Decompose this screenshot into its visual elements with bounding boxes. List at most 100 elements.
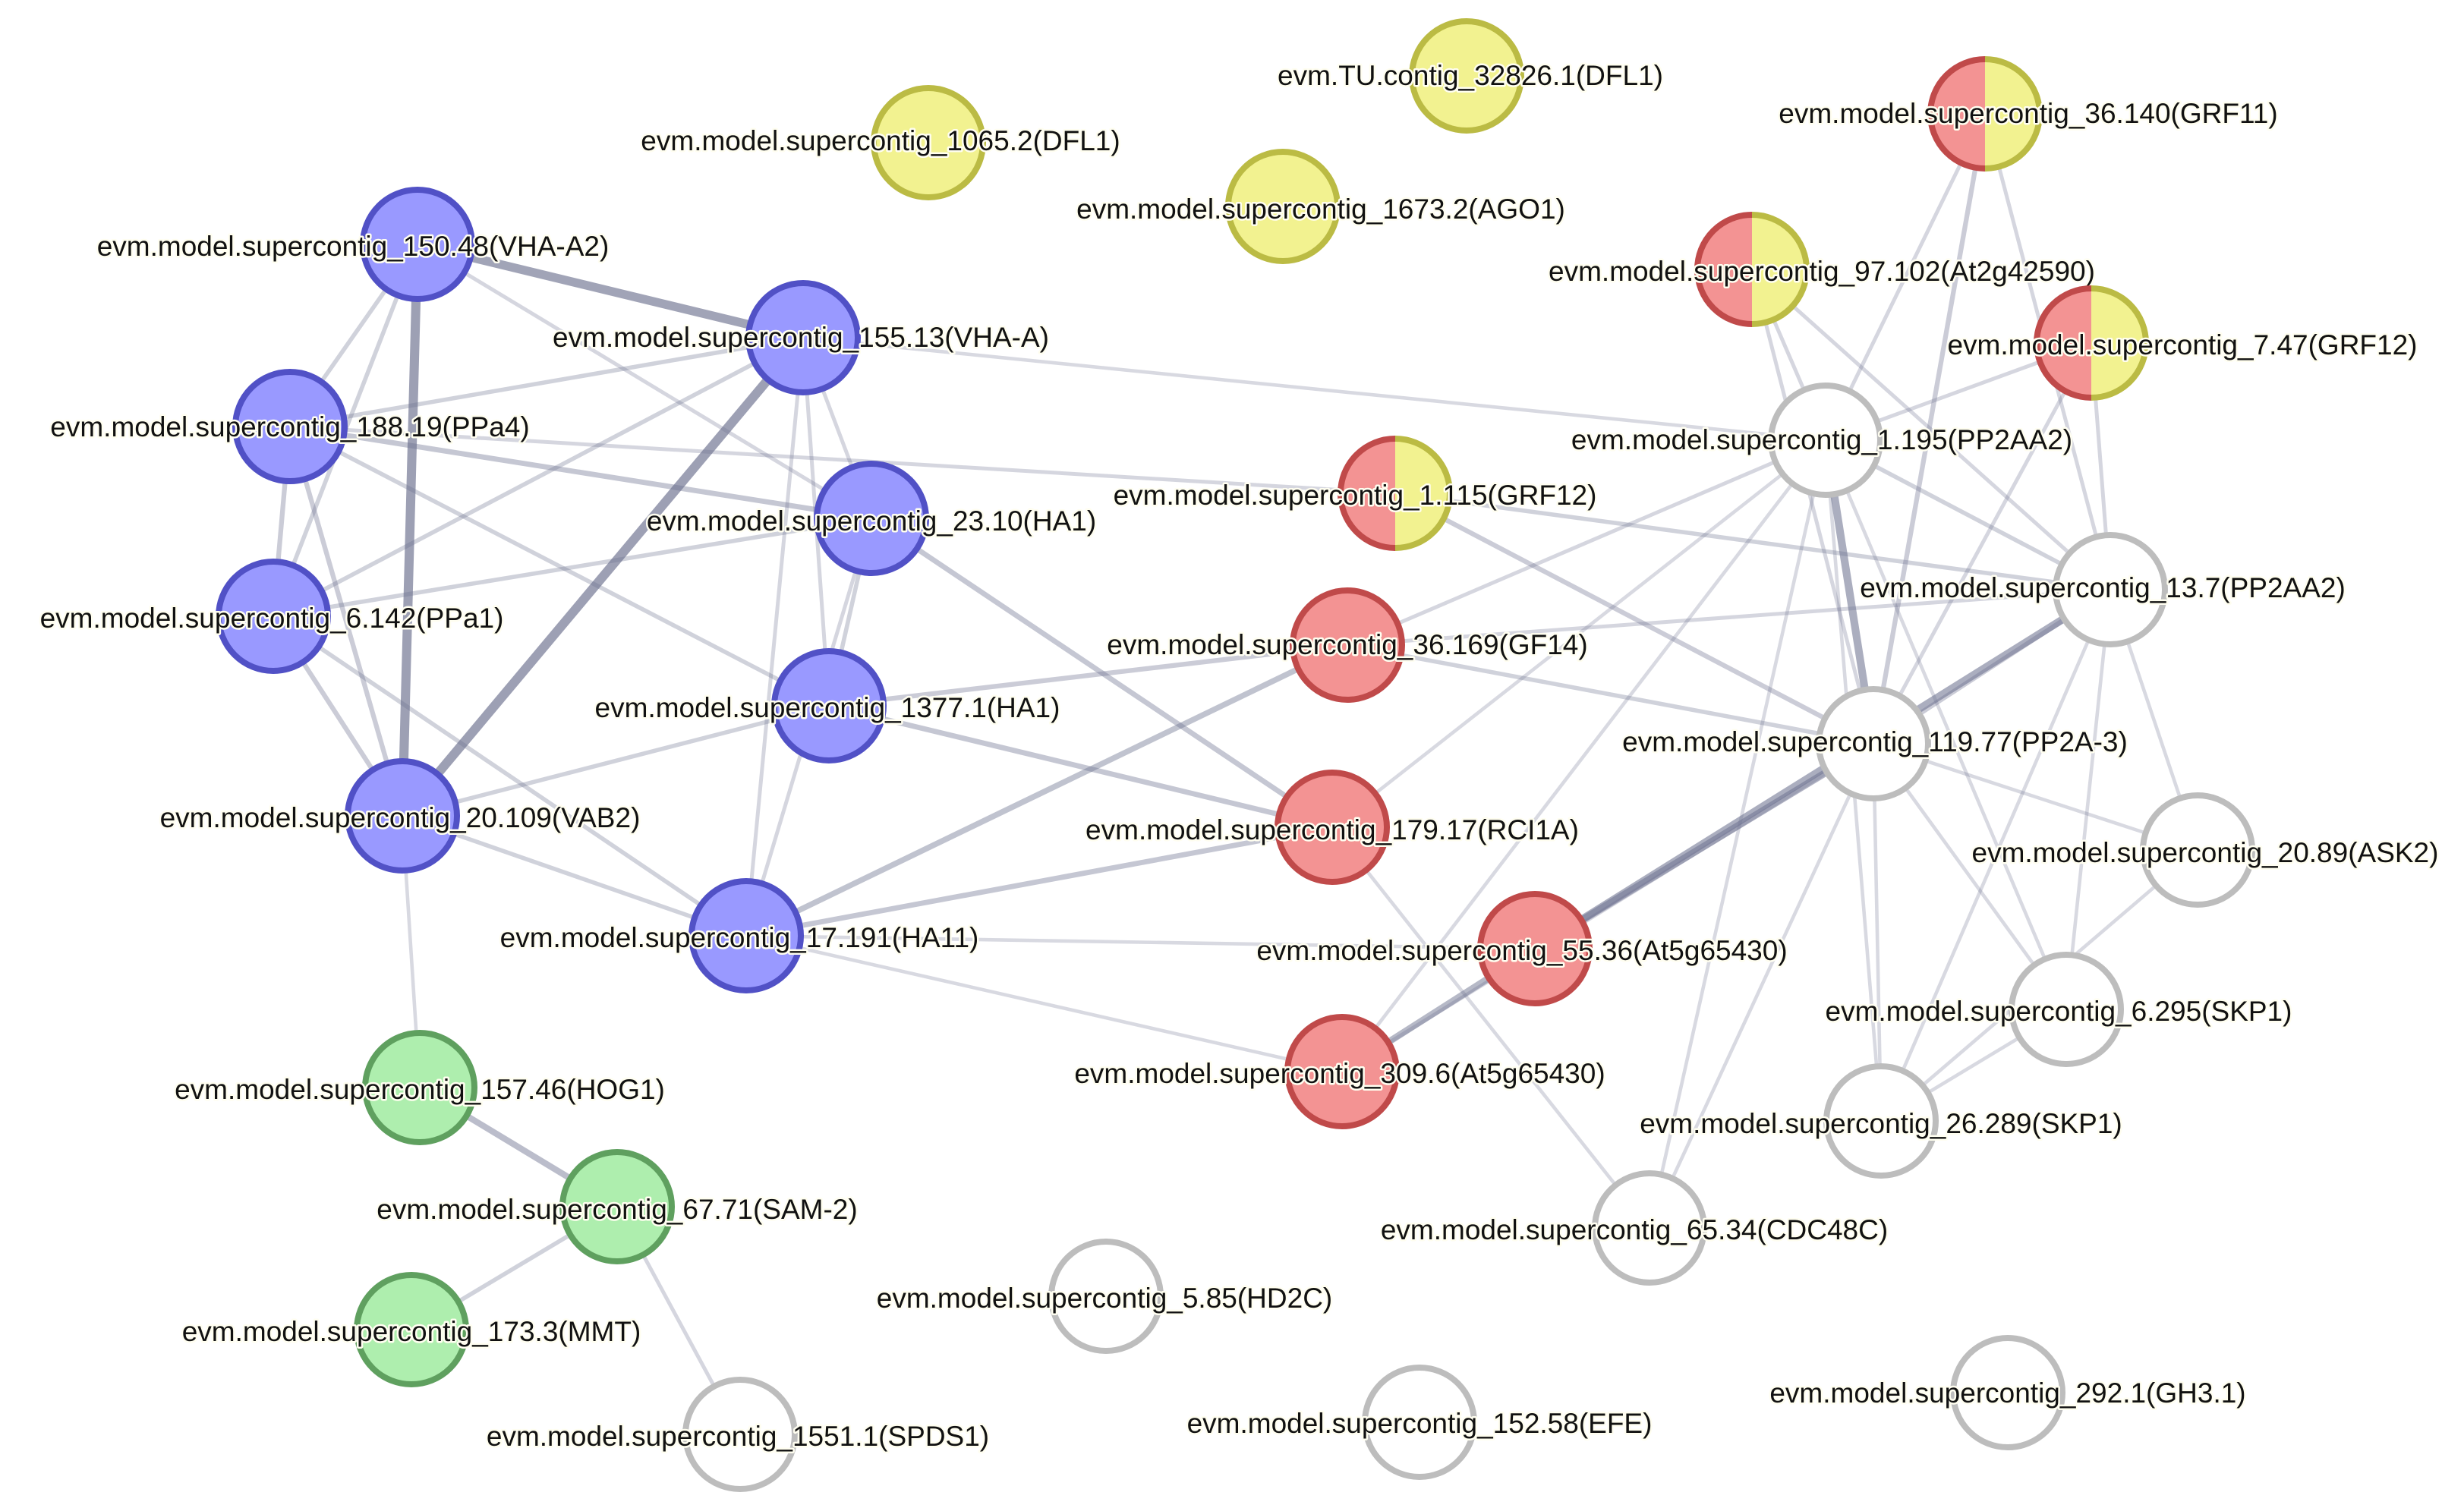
node-circle bbox=[345, 758, 460, 874]
node-label: evm.model.supercontig_150.48(VHA-A2) bbox=[97, 231, 610, 262]
node-circle bbox=[360, 187, 475, 302]
edge-pp2a3-skp1_26289 bbox=[1871, 741, 1883, 1123]
node-ha1_1377[interactable]: evm.model.supercontig_1377.1(HA1) bbox=[593, 648, 1062, 763]
edge-pp2a3-cdc48c bbox=[1647, 741, 1876, 1230]
node-label: evm.model.supercontig_292.1(GH3.1) bbox=[1769, 1377, 2245, 1409]
node-label: evm.model.supercontig_55.36(At5g65430) bbox=[1256, 935, 1787, 966]
edge-at5g_3096-pp2a3 bbox=[1340, 741, 1876, 1074]
node-rci1a[interactable]: evm.model.supercontig_179.17(RCI1A) bbox=[1084, 770, 1580, 885]
node-circle bbox=[1768, 383, 1883, 498]
edge-ppa1-ha11 bbox=[271, 614, 748, 938]
node-ago1[interactable]: evm.model.supercontig_1673.2(AGO1) bbox=[1075, 149, 1567, 264]
node-hog1[interactable]: evm.model.supercontig_157.46(HOG1) bbox=[173, 1030, 666, 1145]
node-sam2[interactable]: evm.model.supercontig_67.71(SAM-2) bbox=[375, 1149, 859, 1264]
node-half-right bbox=[1752, 215, 1807, 324]
edge-pp2aa2_1195-skp1_6295 bbox=[1823, 438, 2069, 1012]
node-ha1_2310[interactable]: evm.model.supercontig_23.10(HA1) bbox=[644, 461, 1098, 576]
edge-gf14-pp2aa2_1195 bbox=[1345, 438, 1828, 647]
edge-ha1_1377-rci1a bbox=[826, 703, 1335, 830]
node-label: evm.TU.contig_32826.1(DFL1) bbox=[1278, 60, 1663, 91]
node-skp1_6295[interactable]: evm.model.supercontig_6.295(SKP1) bbox=[1823, 952, 2294, 1067]
node-circle bbox=[682, 1377, 798, 1492]
node-label: evm.model.supercontig_1551.1(SPDS1) bbox=[487, 1421, 989, 1452]
node-mmt[interactable]: evm.model.supercontig_173.3(MMT) bbox=[180, 1272, 643, 1387]
node-ha11[interactable]: evm.model.supercontig_17.191(HA11) bbox=[498, 878, 981, 993]
edge-pp2aa2_137-skp1_6295 bbox=[2064, 587, 2113, 1012]
node-gf14[interactable]: evm.model.supercontig_36.169(GF14) bbox=[1105, 587, 1590, 703]
node-vha_a[interactable]: evm.model.supercontig_155.13(VHA-A) bbox=[551, 280, 1051, 395]
edge-ha11-at5g_3096 bbox=[744, 933, 1344, 1074]
node-circle bbox=[559, 1149, 675, 1264]
edge-rci1a-cdc48c bbox=[1330, 825, 1652, 1230]
node-half-left bbox=[1697, 215, 1752, 324]
node-pp2aa2_137[interactable]: evm.model.supercontig_13.7(PP2AA2) bbox=[1858, 532, 2347, 647]
node-grf12_747[interactable]: evm.model.supercontig_7.47(GRF12) bbox=[1946, 285, 2419, 401]
edge-ppa4-vab2 bbox=[287, 423, 405, 819]
edge-grf12_1115-pp2a3 bbox=[1392, 490, 1876, 747]
node-circle bbox=[1823, 1063, 1939, 1179]
node-label: evm.model.supercontig_36.140(GRF11) bbox=[1779, 98, 2277, 129]
node-circle bbox=[354, 1272, 469, 1387]
edge-pp2aa2_137-skp1_26289 bbox=[1879, 587, 2113, 1123]
node-spds1[interactable]: evm.model.supercontig_1551.1(SPDS1) bbox=[484, 1377, 991, 1492]
node-label: evm.model.supercontig_6.142(PPa1) bbox=[40, 603, 504, 634]
edge-gf14-pp2aa2_137 bbox=[1345, 587, 2113, 647]
node-circle bbox=[1362, 1365, 1477, 1480]
edge-vha_a-ppa1 bbox=[271, 335, 805, 619]
node-circle bbox=[871, 85, 986, 200]
edge-grf12_1115-pp2aa2_137 bbox=[1393, 491, 2113, 592]
node-pp2a3[interactable]: evm.model.supercontig_119.77(PP2A-3) bbox=[1621, 686, 2129, 801]
node-border-right bbox=[1984, 56, 2043, 172]
node-circle bbox=[1225, 149, 1341, 264]
node-half-right bbox=[1985, 59, 2040, 168]
node-at5g_5536[interactable]: evm.model.supercontig_55.36(At5g65430) bbox=[1255, 891, 1789, 1006]
node-label: evm.model.supercontig_1.115(GRF12) bbox=[1114, 480, 1597, 511]
edge-ppa4-grf12_1115 bbox=[288, 424, 1397, 496]
node-label: evm.model.supercontig_65.34(CDC48C) bbox=[1381, 1214, 1888, 1245]
edge-pp2a3-grf11 bbox=[1870, 111, 1988, 747]
node-at2g42590[interactable]: evm.model.supercontig_97.102(At2g42590) bbox=[1547, 212, 2097, 327]
node-dfl1_32826[interactable]: evm.TU.contig_32826.1(DFL1) bbox=[1276, 18, 1665, 134]
node-ask2[interactable]: evm.model.supercontig_20.89(ASK2) bbox=[1970, 792, 2440, 908]
node-efe[interactable]: evm.model.supercontig_152.58(EFE) bbox=[1185, 1365, 1654, 1480]
node-circle bbox=[1592, 1170, 1707, 1286]
node-border-left bbox=[1694, 212, 1753, 327]
edge-vha_a-vab2 bbox=[397, 332, 808, 821]
edge-vha_a-ppa4 bbox=[288, 335, 805, 429]
node-circle bbox=[216, 559, 331, 674]
node-label: evm.model.supercontig_7.47(GRF12) bbox=[1947, 329, 2417, 360]
node-label: evm.model.supercontig_155.13(VHA-A) bbox=[553, 322, 1049, 353]
node-circle bbox=[688, 878, 804, 993]
node-label: evm.model.supercontig_36.169(GF14) bbox=[1107, 629, 1587, 660]
node-hd2c[interactable]: evm.model.supercontig_5.85(HD2C) bbox=[874, 1239, 1334, 1354]
edge-ha11-rci1a bbox=[743, 824, 1335, 939]
node-skp1_26289[interactable]: evm.model.supercontig_26.289(SKP1) bbox=[1638, 1063, 2124, 1179]
node-half-left bbox=[1341, 439, 1395, 548]
node-circle bbox=[1048, 1239, 1164, 1354]
node-label: evm.model.supercontig_17.191(HA11) bbox=[500, 922, 979, 953]
node-at5g_3096[interactable]: evm.model.supercontig_309.6(At5g65430) bbox=[1073, 1014, 1607, 1129]
edge-vha_a2-ha1_2310 bbox=[415, 242, 874, 521]
node-label: evm.model.supercontig_26.289(SKP1) bbox=[1640, 1108, 2122, 1139]
node-label: evm.model.supercontig_1.195(PP2AA2) bbox=[1571, 424, 2072, 455]
node-label: evm.model.supercontig_188.19(PPa4) bbox=[50, 411, 529, 442]
edge-ppa4-ha1_1377 bbox=[288, 424, 831, 708]
node-circle bbox=[1284, 1014, 1400, 1129]
node-vha_a2[interactable]: evm.model.supercontig_150.48(VHA-A2) bbox=[95, 187, 611, 302]
edge-gf14-pp2a3 bbox=[1345, 643, 1876, 746]
node-grf11[interactable]: evm.model.supercontig_36.140(GRF11) bbox=[1777, 56, 2280, 172]
node-dfl1_1065[interactable]: evm.model.supercontig_1065.2(DFL1) bbox=[639, 85, 1122, 200]
edge-ha1_1377-gf14 bbox=[826, 642, 1350, 709]
node-gh31[interactable]: evm.model.supercontig_292.1(GH3.1) bbox=[1768, 1335, 2248, 1450]
node-vab2[interactable]: evm.model.supercontig_20.109(VAB2) bbox=[158, 758, 642, 874]
edge-pp2a3-grf12_747 bbox=[1871, 341, 2094, 746]
edge-pp2a3-at2g42590 bbox=[1750, 267, 1876, 746]
node-circle bbox=[2053, 532, 2168, 647]
node-cdc48c[interactable]: evm.model.supercontig_65.34(CDC48C) bbox=[1379, 1170, 1890, 1286]
node-ppa1[interactable]: evm.model.supercontig_6.142(PPa1) bbox=[38, 559, 506, 674]
node-ppa4[interactable]: evm.model.supercontig_188.19(PPa4) bbox=[49, 369, 531, 484]
node-pp2aa2_1195[interactable]: evm.model.supercontig_1.195(PP2AA2) bbox=[1569, 383, 2075, 498]
node-label: evm.model.supercontig_179.17(RCI1A) bbox=[1085, 814, 1579, 845]
node-grf12_1115[interactable]: evm.model.supercontig_1.115(GRF12) bbox=[1111, 436, 1599, 551]
node-border-left bbox=[2034, 285, 2092, 401]
